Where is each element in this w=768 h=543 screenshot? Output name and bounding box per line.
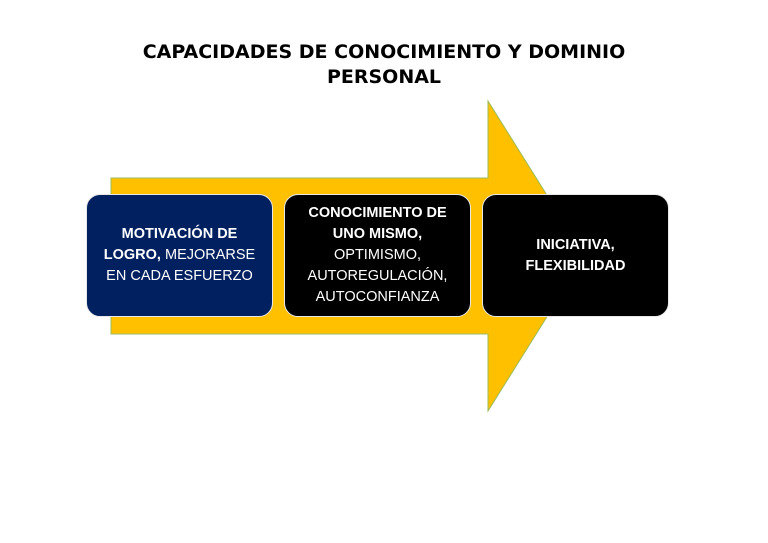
box-text-segment: CONOCIMIENTO DE xyxy=(308,205,447,221)
box-text-segment: OPTIMISMO, xyxy=(334,247,421,263)
box-text-segment: EN CADA ESFUERZO xyxy=(106,268,253,284)
box-text-segment: LOGRO, xyxy=(103,247,165,263)
box-text-segment: MEJORARSE xyxy=(164,247,256,263)
box-text-segment: AUTOREGULACIÓN, xyxy=(307,268,448,284)
box-text-line: EN CADA ESFUERZO xyxy=(106,266,253,287)
box-text-segment: UNO MISMO, xyxy=(332,226,423,242)
box-text-segment: AUTOCONFIANZA xyxy=(315,289,440,305)
box-text-segment: INICIATIVA, xyxy=(536,236,615,253)
box-text-line: INICIATIVA, xyxy=(536,235,614,256)
box-text-line: UNO MISMO, xyxy=(333,224,422,245)
capacity-box-self-knowledge: CONOCIMIENTO DE UNO MISMO, OPTIMISMO, AUTOR… xyxy=(284,194,471,317)
diagram-title: CAPACIDADES DE CONOCIMIENTO Y DOMINIO PE… xyxy=(84,40,684,90)
box-text-line: AUTOREGULACIÓN, xyxy=(308,266,448,287)
diagram-title-line-1: CAPACIDADES DE CONOCIMIENTO Y DOMINIO xyxy=(142,41,626,63)
box-text-line: OPTIMISMO, xyxy=(334,245,421,266)
box-text-line: CONOCIMIENTO DE xyxy=(308,203,446,224)
box-text-line: AUTOCONFIANZA xyxy=(316,287,440,308)
capacity-box-motivation: MOTIVACIÓN DE LOGRO, MEJORARSE EN CADA ESF… xyxy=(86,194,273,317)
diagram-title-line-2: PERSONAL xyxy=(326,66,442,88)
box-text-segment: FLEXIBILIDAD xyxy=(525,257,626,274)
box-text-segment: MOTIVACIÓN DE xyxy=(121,226,238,242)
box-text-line: MOTIVACIÓN DE xyxy=(122,224,238,245)
box-text-line: FLEXIBILIDAD xyxy=(526,256,626,277)
capacity-box-initiative: INICIATIVA, FLEXIBILIDAD xyxy=(482,194,669,317)
box-text-line: LOGRO, MEJORARSE xyxy=(104,245,255,266)
